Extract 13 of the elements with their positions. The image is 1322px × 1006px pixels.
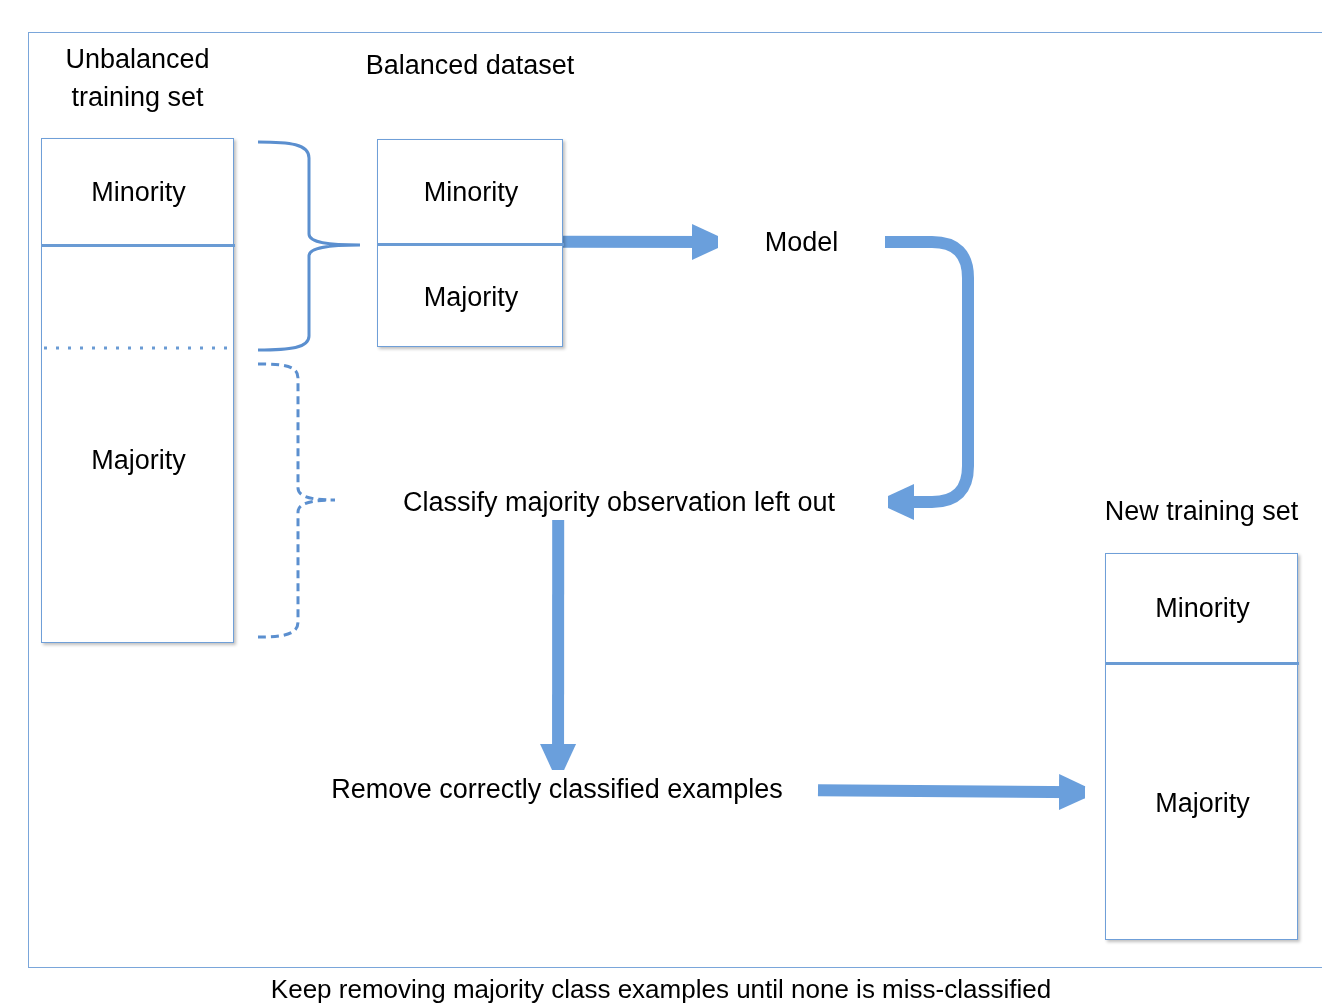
class-cell: Minority (42, 139, 235, 244)
step-text: Remove correctly classified examples (296, 770, 818, 808)
set-heading: New training set (1103, 495, 1300, 528)
class-cell: Minority (1106, 554, 1299, 662)
caption: Keep removing majority class examples until none is miss-classified (269, 974, 1053, 1004)
class-cell: Minority (378, 140, 564, 243)
set-heading: Unbalanced training set (64, 43, 211, 114)
set-heading: Balanced dataset (364, 49, 576, 82)
step-text: Classify majority observation left out (350, 484, 888, 520)
step-text: Model (718, 222, 885, 262)
class-cell: Majority (378, 243, 564, 348)
class-cell: Majority (42, 244, 235, 644)
class-cell: Majority (1106, 662, 1299, 941)
